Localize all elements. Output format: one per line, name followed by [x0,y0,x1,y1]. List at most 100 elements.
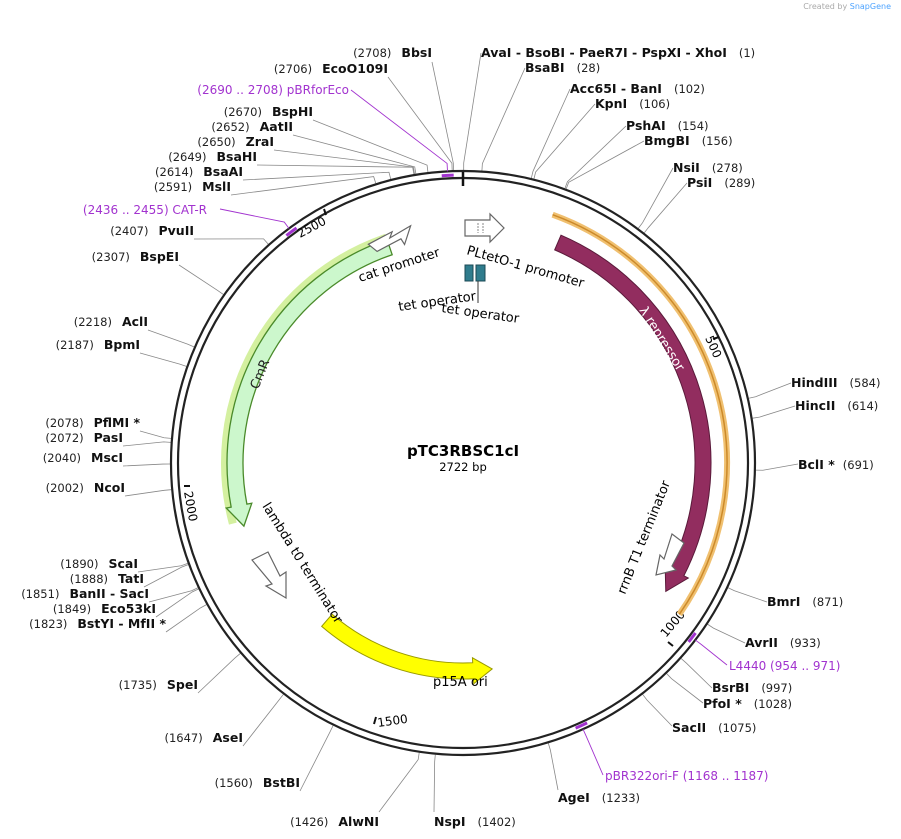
cat-promoter-arrow[interactable] [367,224,413,253]
leader-line [197,653,241,694]
site-tati[interactable]: (1888)TatI [70,571,144,586]
leader-line [273,149,415,175]
leader-line [124,489,172,497]
site-pflmi[interactable]: (2078)PflMI * [45,415,140,430]
orf-highlight-core [552,213,728,615]
plasmid-name: pTC3RBSC1cI [407,442,519,460]
leader-line [122,463,171,467]
leader-line [547,743,559,791]
primer-binding-mark[interactable] [285,226,298,237]
lambda-repressor-feature[interactable] [554,234,712,593]
primer-binding-mark[interactable] [441,173,454,178]
leader-line [139,352,187,367]
site-zrai[interactable]: (2650)ZraI [197,134,274,149]
primer-leader-line [582,729,604,776]
site-bstyi-mfii[interactable]: (1823)BstYI - MfII * [29,616,166,631]
site-pasi[interactable]: (2072)PasI [45,430,123,445]
tet-operator-box-2[interactable] [475,264,486,282]
site-nsii[interactable]: NsiI(278) [673,160,743,175]
primer-binding-mark[interactable] [575,721,588,730]
site-agei[interactable]: AgeI(1233) [558,790,640,805]
site-spei[interactable]: (1735)SpeI [119,677,198,692]
leader-line [752,405,796,419]
leader-line [143,564,189,588]
leader-line [242,171,392,181]
site-aatii[interactable]: (2652)AatII [211,119,293,134]
primer-marks [219,89,728,776]
primer-cat-r-label[interactable]: (2436 .. 2455) CAT-R [83,203,207,217]
site-bcli[interactable]: BclI *(691) [798,457,874,472]
primer-pbr322ori-f-label[interactable]: pBR322ori-F (1168 .. 1187) [605,769,768,783]
leader-line [481,67,526,171]
rrnb-terminator-arrow[interactable] [655,533,685,576]
leader-line [748,382,792,399]
leader-line [139,430,172,439]
backbone-outer [169,169,757,757]
primer-leader-line [695,639,728,666]
tick-2500: 2500 [295,214,329,241]
site-msci[interactable]: (2040)MscI [43,450,123,465]
site-pfoi[interactable]: PfoI *(1028) [703,696,792,711]
site-ncoi[interactable]: (2002)NcoI [46,480,125,495]
site-avrii[interactable]: AvrII(933) [745,635,821,650]
site-bsphi[interactable]: (2670)BspHI [224,104,313,119]
snapgene-brand: SnapGene [849,2,891,11]
site-alwni[interactable]: (1426)AlwNI [290,814,379,829]
site-ecoo109i[interactable]: (2706)EcoO109I [274,61,388,76]
site-bmgbi[interactable]: BmgBI(156) [644,133,733,148]
site-bstbi[interactable]: (1560)BstBI [215,775,300,790]
site-sacii[interactable]: SacII(1075) [672,720,756,735]
site-nspi[interactable]: NspI(1402) [434,814,516,829]
p15a-ori-feature[interactable] [320,613,494,685]
leader-line [122,441,171,447]
leader-line [378,752,420,813]
p15a-ori-label: p15A ori [433,675,488,690]
tet-operator-box-1[interactable] [464,264,474,282]
tick-1500: 1500 [376,712,408,730]
leader-line [530,88,571,179]
site-bspei[interactable]: (2307)BspEI [92,249,179,264]
cmr-feature[interactable] [224,238,393,528]
leader-line [666,673,704,704]
primer-pbrforeco-label[interactable]: (2690 .. 2708) pBRforEco [197,83,349,97]
leader-line [292,134,417,174]
site-banii-saci[interactable]: (1851)BanII - SacI [21,586,149,601]
site-psii[interactable]: PsiI(289) [687,175,755,190]
leader-line [256,164,415,175]
site-avai-xhoi[interactable]: AvaI - BsoBI - PaeR7I - PspXI - XhoI(1) [481,45,755,60]
site-kpni[interactable]: KpnI(106) [595,96,670,111]
pltet-promoter-arrow[interactable] [464,212,505,244]
site-bpmi[interactable]: (2187)BpmI [56,337,140,352]
primer-leader-line [350,89,448,172]
leader-line [178,264,224,295]
site-pshai[interactable]: PshAI(154) [626,118,709,133]
site-eco53ki[interactable]: (1849)Eco53kI [53,601,156,616]
site-bbsi[interactable]: (2708)BbsI [353,45,432,60]
leader-line [680,658,713,689]
site-bmri[interactable]: BmrI(871) [767,594,843,609]
site-hincii[interactable]: HincII(614) [795,398,878,413]
primer-binding-mark[interactable] [687,632,697,643]
tet-operator-label-2: tet operator [440,301,520,327]
leader-line [643,182,688,234]
snapgene-credit: Created by SnapGene [803,2,891,11]
site-scai[interactable]: (1890)ScaI [60,556,138,571]
leader-line [242,694,284,747]
site-bsaai[interactable]: (2614)BsaAI [155,164,243,179]
site-acc65i-bani[interactable]: Acc65I - BanI(102) [570,81,705,96]
leader-line [165,604,207,633]
site-asei[interactable]: (1647)AseI [165,730,244,745]
leader-line [638,167,674,229]
site-hindiii[interactable]: HindIII(584) [791,375,880,390]
leader-line [387,76,453,171]
site-bsrbi[interactable]: BsrBI(997) [712,680,792,695]
tick-2000: 2000 [181,490,200,523]
site-acli[interactable]: (2218)AclI [74,314,148,329]
site-bsahi[interactable]: (2649)BsaHI [168,149,257,164]
site-msli[interactable]: (2591)MslI [154,179,231,194]
site-bsabi[interactable]: BsaBI(28) [525,60,600,75]
lambda-t0-terminator-arrow[interactable] [251,551,287,600]
primer-l4440-label[interactable]: L4440 (954 .. 971) [729,659,840,673]
site-pvuii[interactable]: (2407)PvuII [110,223,194,238]
